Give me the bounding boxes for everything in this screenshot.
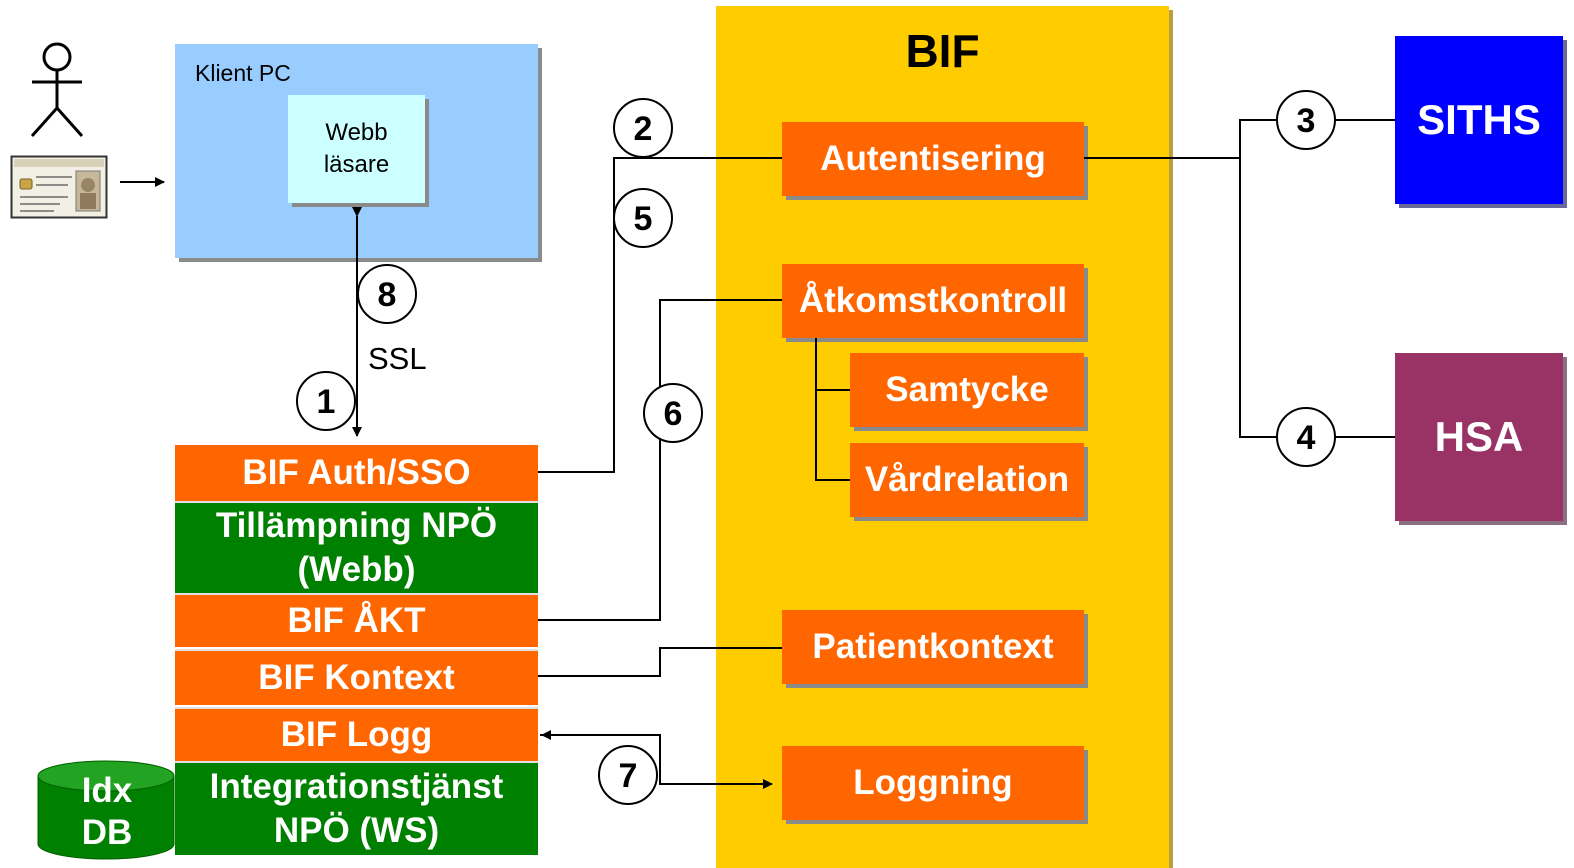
- samtycke: Samtycke: [850, 353, 1084, 427]
- step-3-label: 3: [1297, 102, 1316, 140]
- step-7-marker: [598, 745, 658, 805]
- step-5-label: 5: [634, 200, 653, 238]
- bif-logg: BIF Logg: [175, 707, 538, 761]
- bif-akt: BIF ÅKT: [175, 593, 538, 647]
- hsa: HSA: [1395, 353, 1563, 521]
- autentisering: Autentisering: [782, 122, 1084, 196]
- step-7-label: 7: [619, 757, 638, 795]
- loggning: Loggning: [782, 746, 1084, 820]
- bif-title: BIF: [905, 25, 980, 77]
- patientkontext: Patientkontext: [782, 610, 1084, 684]
- step-1-marker: [296, 371, 356, 431]
- step-6-label: 6: [664, 395, 683, 433]
- siths: SITHS: [1395, 36, 1563, 204]
- integration-npo-ws: Integrationstjänst NPÖ (WS): [175, 761, 538, 855]
- step-5-marker: [613, 188, 673, 248]
- client-pc-label: Klient PC: [195, 60, 291, 86]
- database-icon: [37, 760, 175, 860]
- step-4-label: 4: [1297, 419, 1316, 457]
- step-6-marker: [643, 383, 703, 443]
- ssl-label: SSL: [368, 341, 427, 376]
- step-8-label: 8: [378, 276, 397, 314]
- app-npo-web: Tillämpning NPÖ (Webb): [175, 501, 538, 593]
- bif-auth-sso: BIF Auth/SSO: [175, 445, 538, 501]
- web-browser: Webb läsare: [288, 95, 425, 203]
- atkomstkontroll: Åtkomstkontroll: [782, 264, 1084, 338]
- step-2-label: 2: [634, 110, 653, 148]
- step-8-marker: [357, 264, 417, 324]
- id-card-icon: [10, 155, 108, 219]
- step-3-marker: [1276, 90, 1336, 150]
- step-2-marker: [613, 98, 673, 158]
- step-1-label: 1: [317, 383, 336, 421]
- step-4-marker: [1276, 407, 1336, 467]
- database-label: Idx DB: [81, 771, 133, 852]
- bif-kontext: BIF Kontext: [175, 649, 538, 705]
- user-icon: [30, 42, 84, 137]
- vardrelation: Vårdrelation: [850, 443, 1084, 517]
